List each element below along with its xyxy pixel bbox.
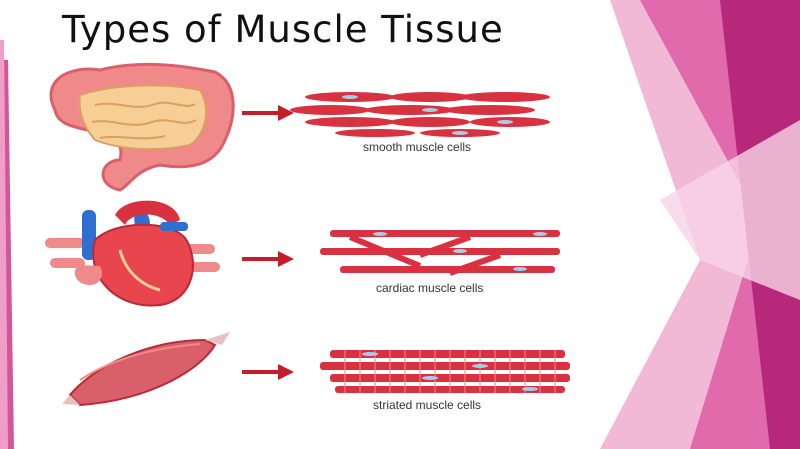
magenta-facet [660, 120, 800, 300]
page-title: Types of Muscle Tissue [62, 8, 504, 51]
caption-cardiac: cardiac muscle cells [376, 281, 484, 295]
cardiac-muscle-cells-illustration [320, 230, 560, 276]
left-edge-accent-light [0, 40, 8, 449]
arrow-1 [242, 105, 294, 121]
heart-illustration [45, 200, 220, 307]
striated-muscle-cells-illustration [320, 350, 570, 393]
caption-striated: striated muscle cells [373, 398, 482, 412]
arrow-2 [242, 251, 294, 267]
intestine-illustration [49, 62, 235, 192]
skeletal-muscle-illustration [62, 332, 230, 407]
arrow-3 [242, 364, 294, 380]
caption-smooth: smooth muscle cells [363, 140, 472, 154]
smooth-muscle-cells-illustration [290, 92, 550, 137]
